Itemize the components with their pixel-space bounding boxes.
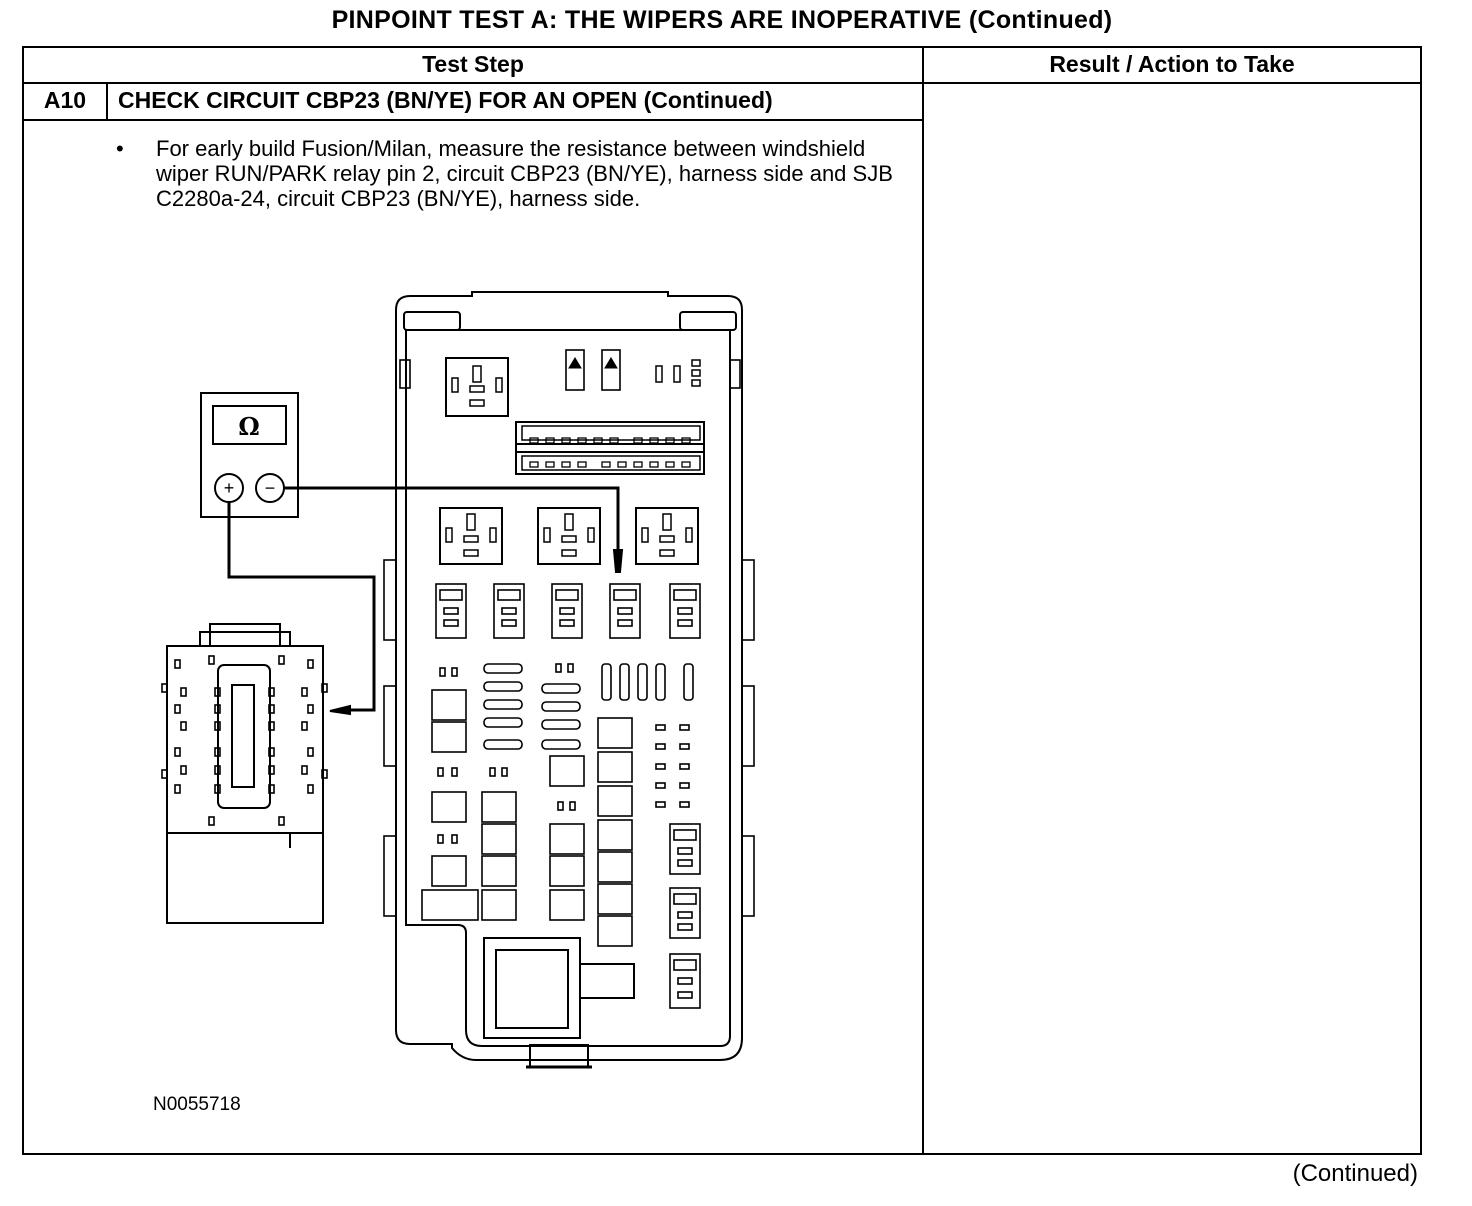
step-id: A10 [43,87,87,113]
step-title-divider [24,119,922,121]
step-id-divider [106,84,108,119]
header-test-step: Test Step [422,51,524,77]
instruction-text: For early build Fusion/Milan, measure th… [156,136,893,211]
column-divider [922,48,924,1153]
probe-tip-relay [612,549,624,573]
plus-terminal: + [224,478,235,498]
test-leads [227,486,620,712]
page-title: PINPOINT TEST A: THE WIPERS ARE INOPERAT… [331,6,1113,34]
step-title: CHECK CIRCUIT CBP23 (BN/YE) FOR AN OPEN … [118,87,773,113]
header-result-action: Result / Action to Take [1049,51,1295,77]
smart-junction-box [383,291,755,1069]
continued-label: (Continued) [1292,1160,1418,1187]
header-divider [24,82,1420,84]
bullet: • [116,136,124,161]
probe-tip-connector [329,704,351,716]
pinpoint-test-table: Test Step Result / Action to Take A10 CH… [22,46,1422,1155]
harness-connector [161,623,328,924]
figure-id: N0055718 [153,1094,241,1115]
ohm-symbol: Ω [238,412,259,441]
ohmmeter: Ω + − [200,392,299,518]
minus-terminal: − [265,478,276,498]
